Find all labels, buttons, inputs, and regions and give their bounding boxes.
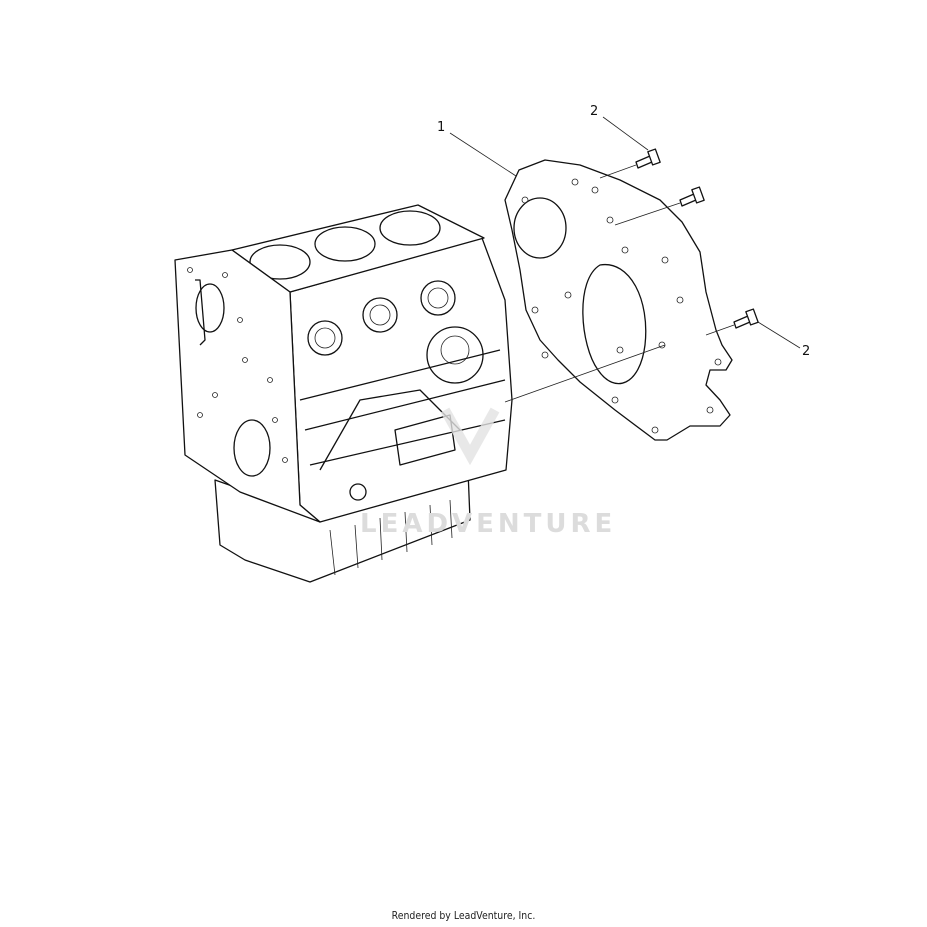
footer-credit: Rendered by LeadVenture, Inc. [391,909,536,922]
adapter-plate [504,159,733,441]
bolt-middle [614,186,705,226]
callout-2-upper: 2 [590,104,649,151]
callout-1: 1 [437,120,517,177]
bolt-upper [599,148,661,179]
svg-text:1: 1 [437,120,445,135]
watermark-text: LEADVENTURE [360,509,616,539]
alignment-line [504,344,666,403]
watermark: LEADVENTURE [360,407,616,539]
engine-block [174,204,513,583]
svg-text:2: 2 [802,344,810,359]
bolt-lower [705,308,759,336]
callout-2-lower: 2 [757,321,810,359]
svg-text:2: 2 [590,104,598,119]
